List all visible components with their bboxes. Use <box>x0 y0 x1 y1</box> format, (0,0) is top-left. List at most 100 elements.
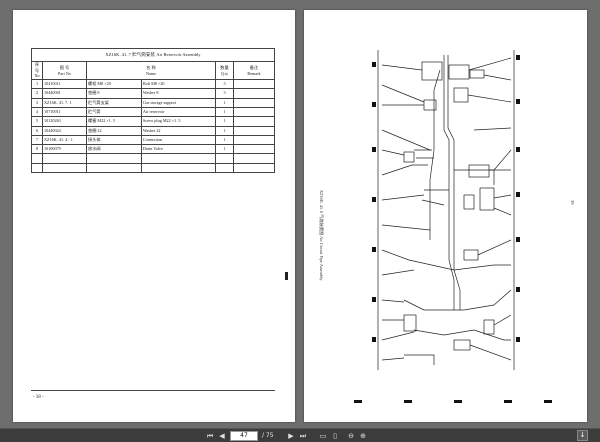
row-qty: 1 <box>215 134 234 146</box>
row-name-cn: 螺塞 M22 ×1. 5 <box>86 116 142 127</box>
row-part-no: 10410011 <box>42 78 87 90</box>
row-name-en: Washer 22 <box>140 125 217 136</box>
bottom-marks <box>354 400 552 403</box>
row-part-no: 10710011 <box>42 106 87 118</box>
row-remark <box>233 125 275 136</box>
page-number-right: 39 <box>570 200 575 205</box>
header-qty-en: Q.ty <box>220 70 229 76</box>
row-qty: 1 <box>215 97 234 108</box>
row-name-en: Connection <box>140 134 217 146</box>
table-row-empty <box>31 162 275 174</box>
row-name-cn: 贮气筒支架 <box>86 97 142 108</box>
header-no-en: No <box>34 73 40 79</box>
row-name-cn: 垫圈 22 <box>86 125 142 136</box>
page-left: XZ16K. 41. 7 贮气筒安装 Air Reservoir Assembl… <box>13 10 295 422</box>
registration-mark <box>285 272 288 280</box>
row-name-cn: 垫圈 8 <box>86 88 142 99</box>
page-number-left: - 38 - <box>33 395 44 400</box>
row-part-no: XZ16K. 41. 4 - 1 <box>42 134 87 146</box>
header-name-cn: 名 称 <box>146 64 156 70</box>
row-remark <box>233 97 275 108</box>
row-remark <box>233 116 275 127</box>
row-qty: 1 <box>215 144 234 155</box>
last-page-icon[interactable]: ⏭ <box>299 432 307 440</box>
header-name-en: Name <box>146 70 156 76</box>
header-part-cn: 图 号 <box>59 64 70 70</box>
header-remark-cn: 备注 <box>249 64 259 70</box>
total-pages: / 75 <box>262 432 274 439</box>
next-page-icon[interactable]: ▶ <box>288 432 294 440</box>
prev-page-icon[interactable]: ◀ <box>219 432 225 440</box>
header-no-cn: 序号 <box>34 62 40 73</box>
row-remark <box>233 88 275 99</box>
first-page-icon[interactable]: ⏮ <box>206 432 214 440</box>
row-no: 3 <box>31 97 43 108</box>
row-remark <box>233 134 275 146</box>
callout-numbers <box>372 55 520 342</box>
header-part-en: Part No <box>58 70 71 76</box>
viewer-toolbar: ⏮ ◀ 47 / 75 ▶ ⏭ ▭ ▯ ⊖ ⊕ ↓ <box>0 428 600 442</box>
zoom-out-icon[interactable]: ⊖ <box>348 432 354 440</box>
air-circuit-diagram <box>354 50 552 403</box>
row-remark <box>233 144 275 155</box>
row-part-no: 10440001 <box>42 88 87 99</box>
footer-rule <box>31 390 275 391</box>
page-right: XZ16K. 41. 6 气路装置图 Air Circuit Pipe Asse… <box>304 10 587 422</box>
row-qty: 1 <box>215 116 234 127</box>
row-name-en: Screw plug M22 ×1. 5 <box>140 116 217 127</box>
row-qty: 3 <box>215 78 234 90</box>
row-no: 2 <box>31 88 43 99</box>
table-row-empty <box>31 153 275 164</box>
row-no: 4 <box>31 106 43 118</box>
zoom-in-icon[interactable]: ⊕ <box>360 432 366 440</box>
row-name-cn: 螺栓 M8 ×20 <box>86 78 142 90</box>
diagram-lines <box>377 50 515 370</box>
row-part-no: 10120263 <box>42 116 87 127</box>
row-name-en: Gas storage support <box>140 97 217 108</box>
download-icon[interactable]: ↓ <box>577 430 588 441</box>
table-title: XZ16K. 41. 7 贮气筒安装 Air Reservoir Assembl… <box>31 48 275 62</box>
row-no: 6 <box>31 125 43 136</box>
fit-width-icon[interactable]: ▭ <box>319 432 327 440</box>
table-title-row: XZ16K. 41. 7 贮气筒安装 Air Reservoir Assembl… <box>31 48 275 62</box>
row-name-en: Washer 8 <box>140 88 217 99</box>
row-remark <box>233 78 275 90</box>
row-name-cn: 放水阀 <box>86 144 142 155</box>
fit-page-icon[interactable]: ▯ <box>333 432 337 440</box>
row-qty: 1 <box>215 125 234 136</box>
page-number-input[interactable]: 47 <box>230 431 258 441</box>
row-part-no: XZ16K. 41. 7. 1 <box>42 97 87 108</box>
row-no: 5 <box>31 116 43 127</box>
row-part-no: 10440024 <box>42 125 87 136</box>
row-qty: 3 <box>215 88 234 99</box>
header-qty-cn: 数量 <box>220 64 229 70</box>
row-qty: 1 <box>215 106 234 118</box>
parts-table: XZ16K. 41. 7 贮气筒安装 Air Reservoir Assembl… <box>31 48 275 174</box>
row-name-en: Drain Valve <box>140 144 217 155</box>
row-no: 7 <box>31 134 43 146</box>
row-name-en: Air reservoir <box>140 106 217 118</box>
diagram-caption: XZ16K. 41. 6 气路装置图 Air Circuit Pipe Asse… <box>319 190 324 281</box>
row-name-en: Bolt M8 ×20 <box>140 78 217 90</box>
row-name-cn: 接头体 <box>86 134 142 146</box>
row-name-cn: 贮气筒 <box>86 106 142 118</box>
row-remark <box>233 106 275 118</box>
header-remark-en: Remark <box>247 70 261 76</box>
row-no: 1 <box>31 78 43 90</box>
row-no: 8 <box>31 144 43 155</box>
